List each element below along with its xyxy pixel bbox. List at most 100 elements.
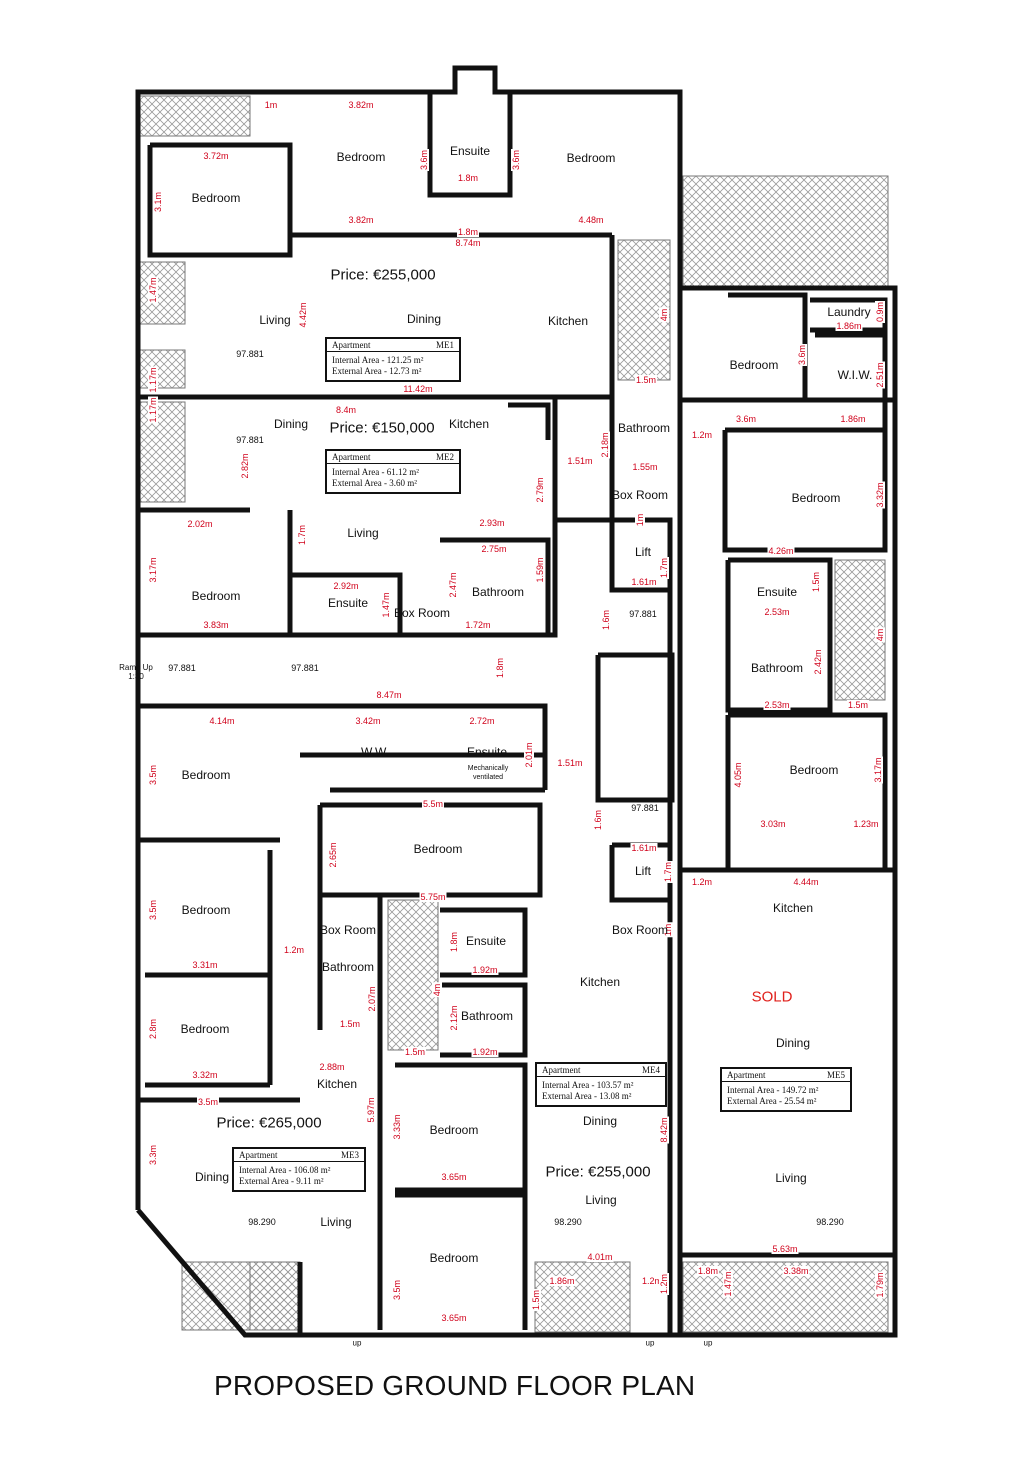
dimension-label: 1.86m [835, 321, 863, 331]
dimension-label: 3.6m [419, 148, 429, 172]
dimension-label: 0.9m [875, 300, 885, 324]
dimension-label: 1.47m [723, 1270, 733, 1298]
level-marker: 97.881 [236, 435, 264, 445]
level-marker: 98.290 [248, 1217, 276, 1227]
external-area: External Area - 12.73 m² [332, 366, 422, 376]
room-label: Laundry [827, 305, 871, 319]
dimension-label: 2.82m [240, 452, 250, 480]
internal-area: Internal Area - 103.57 m² [542, 1080, 634, 1090]
internal-area: Internal Area - 121.25 m² [332, 355, 424, 365]
dimension-label: 2.12m [449, 1004, 459, 1032]
dimension-label: 1.8m [449, 930, 459, 954]
wall [395, 1062, 528, 1193]
dimension-label: 2.92m [332, 581, 360, 591]
dimension-label: 1.47m [381, 591, 391, 619]
hatched-area [534, 1261, 631, 1333]
dimension-label: 1.8m [456, 173, 480, 183]
dimension-label: 2.53m [763, 700, 791, 710]
room-label: Living [347, 526, 379, 540]
wall [815, 332, 888, 433]
dimension-label: 4m [659, 307, 669, 323]
dimension-label: 3.1m [153, 190, 163, 214]
hatched-area [682, 175, 889, 289]
price-me3: Price: €265,000 [216, 1114, 322, 1132]
dimension-label: 3.42m [354, 716, 382, 726]
dimension-label: 3.6m [511, 148, 521, 172]
apartment-id: ME3 [341, 1150, 359, 1160]
room-label: Bedroom [429, 1251, 479, 1265]
dimension-label: 3.33m [392, 1113, 402, 1141]
dimension-label: 1.5m [634, 375, 658, 385]
room-label: Dining [582, 1114, 618, 1128]
dimension-label: 3.65m [440, 1313, 468, 1323]
level-marker: 97.881 [291, 663, 319, 673]
room-label: Bedroom [181, 768, 231, 782]
apartment-label: Apartment [239, 1150, 278, 1160]
dimension-label: 1.5m [531, 1288, 541, 1312]
external-area: External Area - 13.08 m² [542, 1091, 632, 1101]
internal-area: Internal Area - 149.72 m² [727, 1085, 819, 1095]
wall [440, 537, 551, 635]
room-label: Bedroom [180, 1022, 230, 1036]
stairs-up-note: up [352, 1338, 362, 1348]
plan-title: PROPOSED GROUND FLOOR PLAN [214, 1370, 696, 1401]
dimension-label: 3.38m [782, 1266, 810, 1276]
dimension-label: 1.61m [630, 843, 658, 853]
dimension-label: 2.07m [367, 985, 377, 1013]
room-label: Box Room [611, 923, 669, 937]
level-marker: 98.290 [816, 1217, 844, 1227]
dimension-label: 1.92m [471, 1047, 499, 1057]
dimension-label: 4.26m [767, 546, 795, 556]
wall [138, 703, 548, 790]
dimension-label: 4m [432, 982, 442, 998]
dimension-label: 1.17m [148, 396, 158, 424]
stairs-up-note: up [703, 1338, 713, 1348]
room-label: Box Room [611, 488, 669, 502]
apartment-label: Apartment [727, 1070, 766, 1080]
dimension-label: 3.03m [759, 819, 787, 829]
dimension-label: 1.2m [282, 945, 306, 955]
room-label: Bedroom [429, 1123, 479, 1137]
wall [138, 397, 558, 638]
hatched-area [249, 1261, 301, 1331]
room-label: Bedroom [181, 903, 231, 917]
dimension-label: 1.6m [593, 808, 603, 832]
sold-label: SOLD [751, 988, 793, 1006]
dimension-label: 3.5m [196, 1097, 220, 1107]
wall [317, 802, 543, 898]
dimension-label: 2.18m [600, 431, 610, 459]
room-label: Kitchen [316, 1077, 358, 1091]
room-label: Ensuite [449, 144, 491, 158]
dimension-label: 3.5m [148, 763, 158, 787]
room-label: Dining [406, 312, 442, 326]
wall [595, 652, 675, 803]
dimension-label: 1.5m [846, 700, 870, 710]
wall [508, 402, 551, 440]
dimension-label: 1.59m [535, 556, 545, 584]
room-label: Bedroom [566, 151, 616, 165]
dimension-label: 2.02m [186, 519, 214, 529]
dimension-label: 1.2m [640, 1276, 664, 1286]
dimension-label: 1.86m [548, 1276, 576, 1286]
room-label: Living [259, 313, 291, 327]
stairs-up-note: up [645, 1338, 655, 1348]
wall [147, 142, 293, 258]
room-label: Dining [273, 417, 309, 431]
wall [440, 907, 528, 978]
price-me4: Price: €255,000 [545, 1163, 651, 1181]
hatched-area [139, 401, 186, 503]
dimension-label: 8.4m [334, 405, 358, 415]
room-label: Box Room [319, 923, 377, 937]
dimension-label: 5.5m [421, 799, 445, 809]
room-label: Box Room [393, 606, 451, 620]
room-label: Kitchen [772, 901, 814, 915]
dimension-label: 1.61m [630, 577, 658, 587]
room-label: Living [775, 1171, 807, 1185]
wall [725, 712, 888, 873]
dimension-label: 1.2m [659, 1272, 669, 1296]
dimension-label: 3.6m [797, 343, 807, 367]
dimension-label: 2.01m [524, 741, 534, 769]
